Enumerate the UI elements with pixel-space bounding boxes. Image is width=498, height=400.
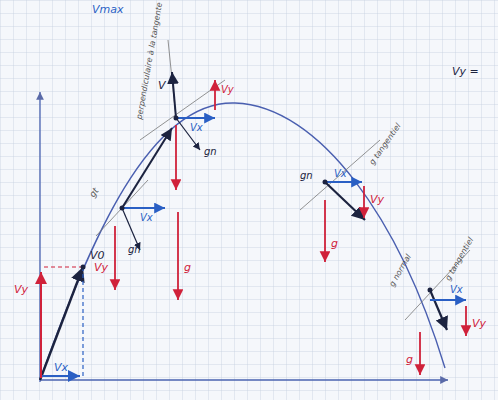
point xyxy=(323,180,328,185)
g-vector xyxy=(177,212,179,300)
tangent-line xyxy=(140,80,225,140)
vector-label: Vy xyxy=(370,194,384,206)
vector-label: Vmax xyxy=(92,4,124,16)
vx-vector xyxy=(325,181,362,183)
vector-label: Vx xyxy=(190,122,203,133)
vector-label: g xyxy=(331,238,338,250)
point xyxy=(428,288,433,293)
vy-vector xyxy=(114,226,116,290)
trajectory xyxy=(40,103,445,380)
vector-label: g xyxy=(184,262,191,274)
velocity-vector xyxy=(172,72,176,118)
x-axis xyxy=(40,379,448,380)
vy-vector xyxy=(363,186,365,218)
vector-label: V xyxy=(158,80,166,92)
vx-vector xyxy=(430,299,466,301)
g-vector xyxy=(419,332,421,375)
vector-label: Vx xyxy=(450,284,463,295)
vector-label: Vy xyxy=(14,284,28,296)
velocity-vector xyxy=(430,290,447,330)
projection-line xyxy=(42,266,83,267)
projection-line xyxy=(82,267,83,378)
vx-vector xyxy=(42,375,80,377)
velocity-vector xyxy=(325,182,365,220)
vector-label: gn xyxy=(204,146,217,157)
point xyxy=(174,116,179,121)
perpendicular-line xyxy=(168,40,176,118)
vy-vector xyxy=(40,272,42,378)
vector-label: Vx xyxy=(140,212,153,223)
vector-label: V0 xyxy=(90,250,105,262)
point xyxy=(120,206,125,211)
tangent-line xyxy=(300,140,380,210)
y-axis xyxy=(39,92,40,382)
vx-vector xyxy=(122,207,165,209)
point xyxy=(81,265,86,270)
vy-vector xyxy=(214,80,216,110)
vector-label: Vy xyxy=(221,84,234,95)
vector-label: Vy xyxy=(94,262,108,274)
vx-vector xyxy=(176,117,215,119)
vector-label: g xyxy=(406,354,413,366)
vector-label: gn xyxy=(300,170,313,181)
vector-label: Vx xyxy=(334,168,347,179)
vector-label: Vy xyxy=(472,318,486,330)
velocity-vector xyxy=(40,267,83,380)
vy-vector xyxy=(465,306,467,336)
velocity-vector xyxy=(122,128,172,208)
vector-label: Vx xyxy=(54,362,68,374)
g-vector xyxy=(175,125,177,190)
gn-vector xyxy=(122,208,140,250)
vector-label: gn xyxy=(128,244,141,255)
g-vector xyxy=(324,200,326,262)
vector-label: Vy = xyxy=(452,66,479,78)
